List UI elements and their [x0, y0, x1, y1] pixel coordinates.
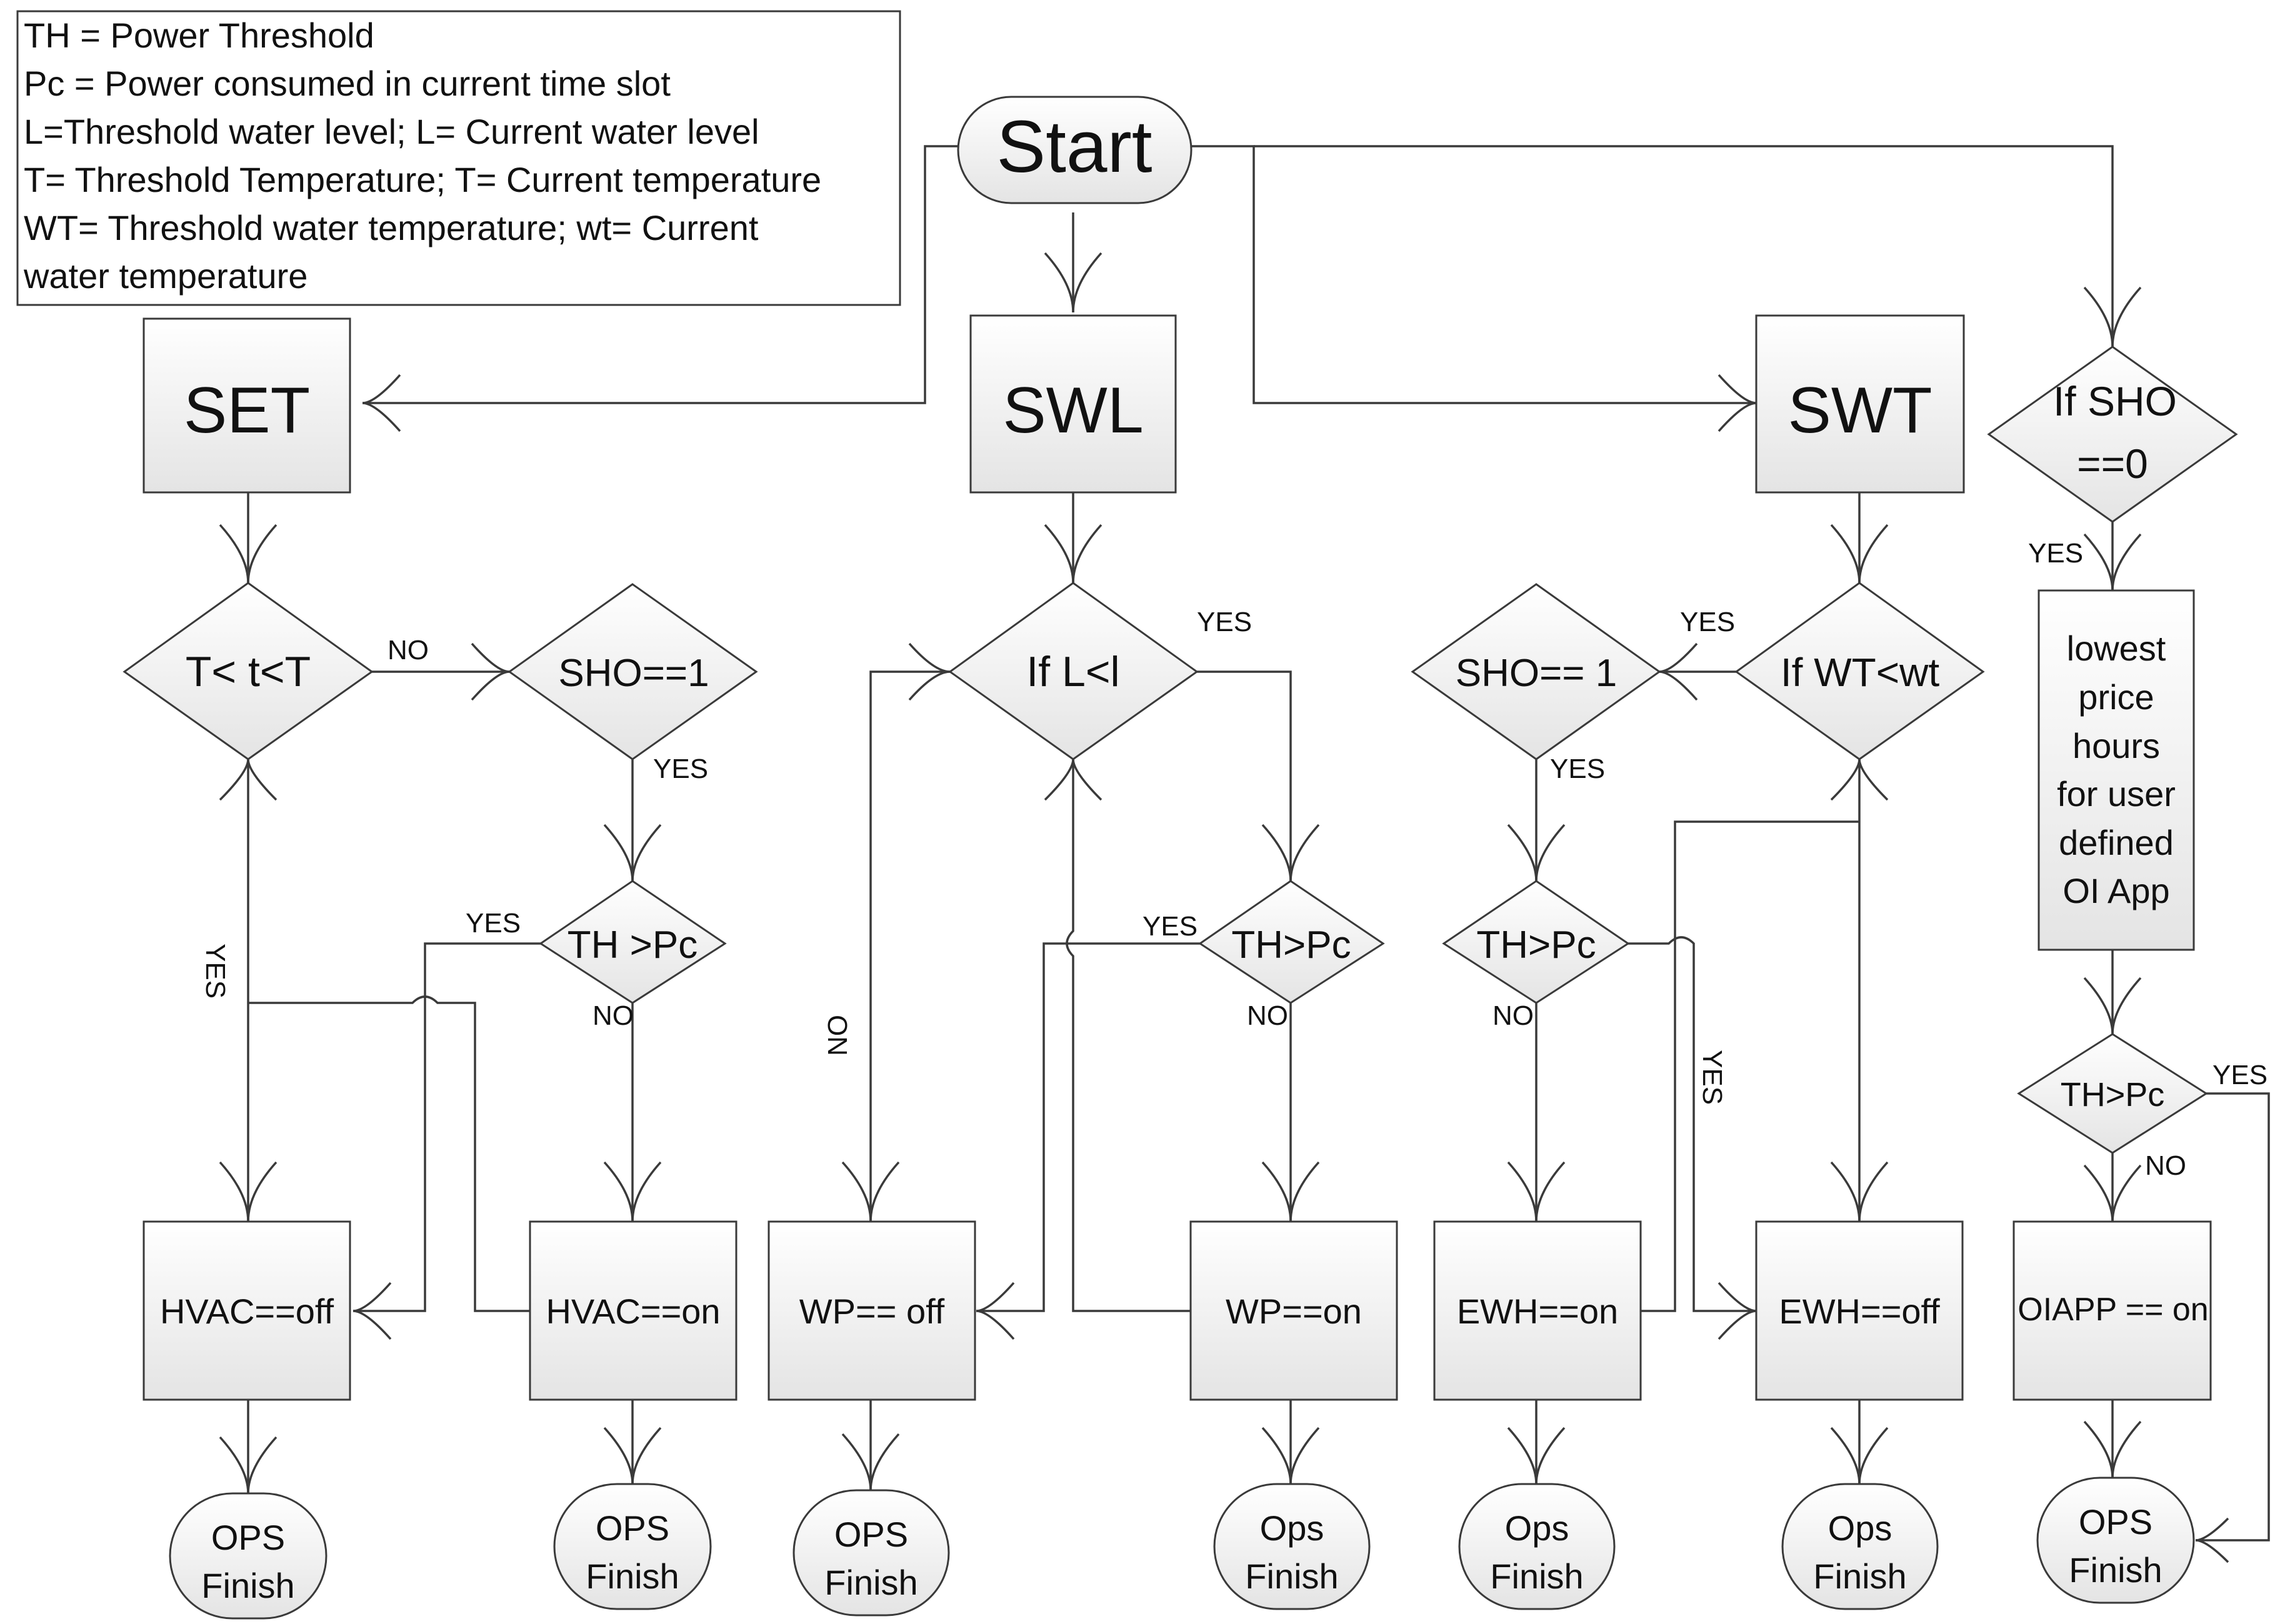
finish-node: OPS Finish: [2036, 1477, 2195, 1604]
label-no: NO: [1492, 1000, 1534, 1031]
finish-node: OPS Finish: [169, 1492, 328, 1620]
set-node: SET: [142, 317, 351, 494]
hvac-off-node: HVAC==off: [142, 1220, 351, 1401]
finish-line1: OPS: [211, 1518, 285, 1557]
ewh-on-label: EWH==on: [1457, 1292, 1618, 1331]
label-yes: YES: [653, 754, 708, 784]
lowest-price-line: OI App: [2062, 871, 2169, 910]
if-sho-0-line1: If SHO: [2053, 378, 2177, 424]
legend-line: TH = Power Threshold: [24, 16, 374, 55]
th-pc-decision-a: TH >Pc: [539, 880, 727, 1004]
start-node: Start: [957, 96, 1192, 204]
if-l-label: If L<l: [1026, 648, 1119, 695]
label-yes: YES: [2212, 1060, 2268, 1090]
sho-1-label-b: SHO== 1: [1456, 652, 1617, 695]
swl-node: SWL: [969, 314, 1177, 494]
th-pc-decision-b: TH>Pc: [1198, 880, 1385, 1004]
th-pc-decision-d: TH>Pc: [2017, 1033, 2208, 1154]
swt-label: SWT: [1788, 374, 1932, 447]
ewh-on-node: EWH==on: [1433, 1220, 1642, 1401]
if-sho-0-decision: If SHO ==0: [1987, 346, 2238, 523]
sho-1-decision-a: SHO==1: [508, 583, 758, 760]
sho-1-decision-b: SHO== 1: [1411, 583, 1661, 760]
label-yes: YES: [2028, 538, 2083, 569]
hvac-on-label: HVAC==on: [546, 1292, 720, 1331]
lowest-price-line: lowest: [2067, 629, 2166, 668]
th-pc-label-a: TH >Pc: [568, 924, 698, 967]
ewh-off-node: EWH==off: [1755, 1220, 1964, 1401]
swt-node: SWT: [1755, 314, 1965, 494]
label-no: NO: [592, 1000, 634, 1031]
label-yes: YES: [1197, 607, 1252, 637]
label-no: NO: [1247, 1000, 1288, 1031]
th-pc-decision-c: TH>Pc: [1442, 880, 1630, 1004]
lowest-price-node: lowest price hours for user defined OI A…: [2038, 589, 2195, 951]
th-pc-label-d: TH>Pc: [2061, 1076, 2165, 1113]
wp-off-label: WP== off: [799, 1292, 945, 1331]
if-l-decision: If L<l: [948, 582, 1199, 760]
legend-line: T= Threshold Temperature; T= Current tem…: [24, 160, 821, 199]
finish-line1: OPS: [596, 1508, 669, 1548]
legend-line: water temperature: [23, 256, 308, 296]
if-wt-label: If WT<wt: [1781, 650, 1939, 695]
ewh-off-label: EWH==off: [1779, 1292, 1940, 1331]
legend-line: L=Threshold water level; L= Current wate…: [24, 112, 759, 151]
lowest-price-line: for user: [2057, 774, 2176, 814]
cond-t-label: T< t<T: [186, 648, 311, 695]
finish-line2: Finish: [1490, 1557, 1583, 1596]
label-no: NO: [388, 635, 429, 665]
label-no: NO: [822, 1015, 853, 1056]
finish-node: Ops Finish: [1213, 1483, 1371, 1610]
finish-line2: Finish: [1245, 1557, 1338, 1596]
label-yes: YES: [1697, 1050, 1728, 1105]
finish-line1: OPS: [834, 1515, 908, 1554]
finish-line2: Finish: [201, 1566, 294, 1605]
label-yes: YES: [200, 944, 231, 999]
finish-line2: Finish: [1813, 1557, 1906, 1596]
finish-node: OPS Finish: [553, 1483, 712, 1610]
sho-1-label-a: SHO==1: [558, 652, 709, 695]
oi-app-on-label: OIAPP == on: [2018, 1292, 2208, 1328]
finish-line2: Finish: [824, 1563, 918, 1602]
set-label: SET: [184, 374, 310, 447]
finish-line2: Finish: [586, 1557, 679, 1596]
th-pc-label-c: TH>Pc: [1476, 924, 1596, 967]
legend-line: Pc = Power consumed in current time slot: [24, 64, 671, 103]
label-yes: YES: [1142, 911, 1198, 942]
edge-labels: NO YES YES NO YES YES YES NO NO YES YES …: [200, 538, 2268, 1181]
lowest-price-line: price: [2078, 677, 2154, 717]
finish-line2: Finish: [2069, 1550, 2162, 1590]
cond-t-decision: T< t<T: [122, 582, 374, 760]
lowest-price-line: defined: [2059, 823, 2174, 862]
legend-line: WT= Threshold water temperature; wt= Cur…: [24, 208, 759, 247]
label-yes: YES: [466, 908, 521, 939]
swl-label: SWL: [1002, 374, 1143, 447]
finish-line1: Ops: [1260, 1508, 1324, 1548]
label-yes: YES: [1680, 607, 1735, 637]
start-label: Start: [996, 106, 1152, 188]
finish-node: Ops Finish: [1458, 1483, 1616, 1610]
finish-line1: Ops: [1505, 1508, 1569, 1548]
th-pc-label-b: TH>Pc: [1231, 924, 1351, 967]
oi-app-on-node: OIAPP == on: [2012, 1220, 2212, 1401]
lowest-price-line: hours: [2072, 726, 2160, 765]
label-yes: YES: [1550, 754, 1605, 784]
legend-box: TH = Power Threshold Pc = Power consumed…: [16, 10, 901, 306]
hvac-off-label: HVAC==off: [160, 1292, 334, 1331]
finish-node: OPS Finish: [792, 1489, 950, 1617]
if-wt-decision: If WT<wt: [1734, 582, 1985, 760]
wp-on-label: WP==on: [1226, 1292, 1362, 1331]
finish-line1: OPS: [2079, 1502, 2152, 1542]
if-sho-0-line2: ==0: [2077, 441, 2148, 487]
wp-on-node: WP==on: [1189, 1220, 1398, 1401]
wp-off-node: WP== off: [768, 1220, 976, 1401]
finish-line1: Ops: [1828, 1508, 1892, 1548]
finish-node: Ops Finish: [1781, 1483, 1939, 1610]
label-no: NO: [2145, 1150, 2186, 1181]
hvac-on-node: HVAC==on: [529, 1220, 738, 1401]
